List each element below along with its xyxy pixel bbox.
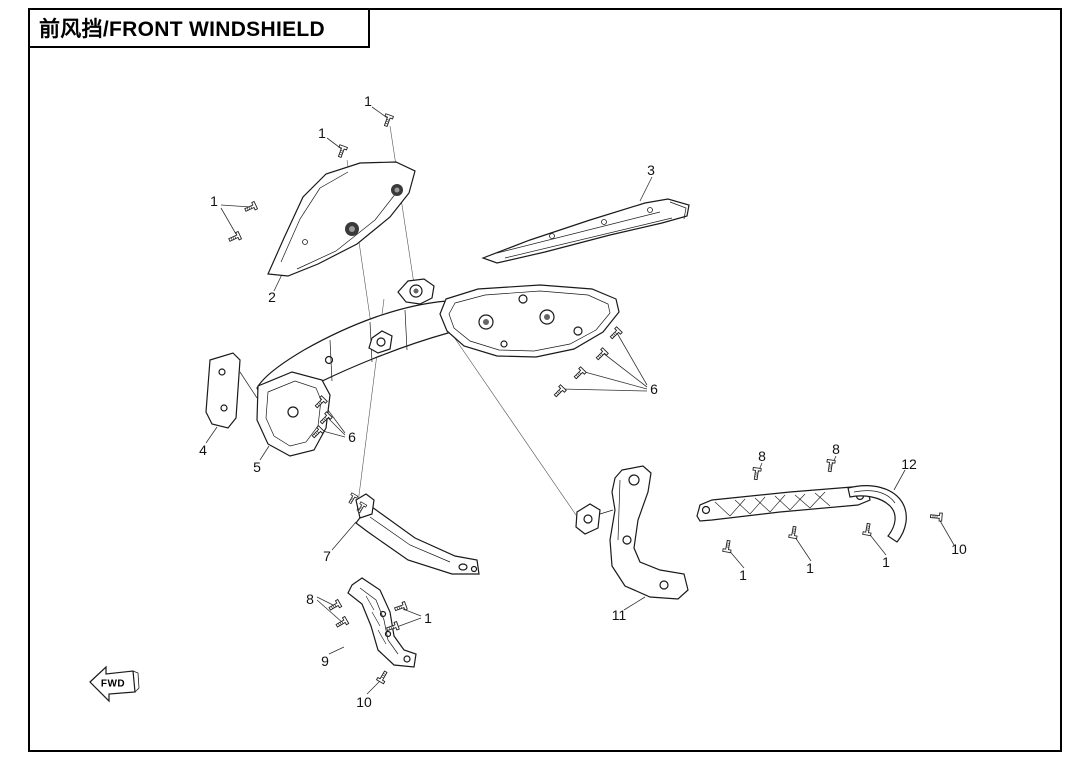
part-number-callout: 3 — [647, 162, 655, 178]
part-number-callout: 4 — [199, 442, 207, 458]
part-number-callout: 11 — [611, 607, 627, 623]
part-12-curved-brace — [847, 485, 907, 543]
page-border — [28, 8, 1062, 752]
part-number-callout: 8 — [306, 591, 314, 607]
part-3-side-deflector — [481, 198, 690, 264]
part-number-callout: 6 — [650, 381, 658, 397]
part-main-frame-shield — [439, 284, 620, 358]
part-number-callout: 8 — [832, 441, 840, 457]
part-9-curved-bracket — [347, 577, 417, 668]
fwd-arrow — [89, 665, 140, 703]
part-2-windshield-panel — [267, 161, 416, 277]
part-number-callout: 1 — [882, 554, 890, 570]
part-number-callout: 5 — [253, 459, 261, 475]
part-number-callout: 2 — [268, 289, 276, 305]
part-number-callout: 10 — [356, 694, 372, 710]
part-number-callout: 1 — [424, 610, 432, 626]
page-title: 前风挡/FRONT WINDSHIELD — [39, 18, 325, 41]
part-number-callout: 12 — [901, 456, 917, 472]
part-number-callout: 7 — [323, 548, 331, 564]
part-7-stay — [355, 493, 480, 575]
title-box: 前风挡/FRONT WINDSHIELD — [28, 8, 370, 48]
part-number-callout: 1 — [739, 567, 747, 583]
part-number-callout: 1 — [806, 560, 814, 576]
part-number-callout: 8 — [758, 448, 766, 464]
part-4-bracket — [205, 352, 241, 429]
part-number-callout: 1 — [364, 93, 372, 109]
part-long-brace — [696, 486, 871, 522]
fwd-label: FWD — [100, 678, 126, 690]
part-number-callout: 9 — [321, 653, 329, 669]
part-11-support-bracket — [575, 465, 689, 600]
part-number-callout: 6 — [348, 429, 356, 445]
part-number-callout: 1 — [318, 125, 326, 141]
part-number-callout: 1 — [210, 193, 218, 209]
part-5-bracket — [256, 371, 331, 457]
part-number-callout: 10 — [951, 541, 967, 557]
